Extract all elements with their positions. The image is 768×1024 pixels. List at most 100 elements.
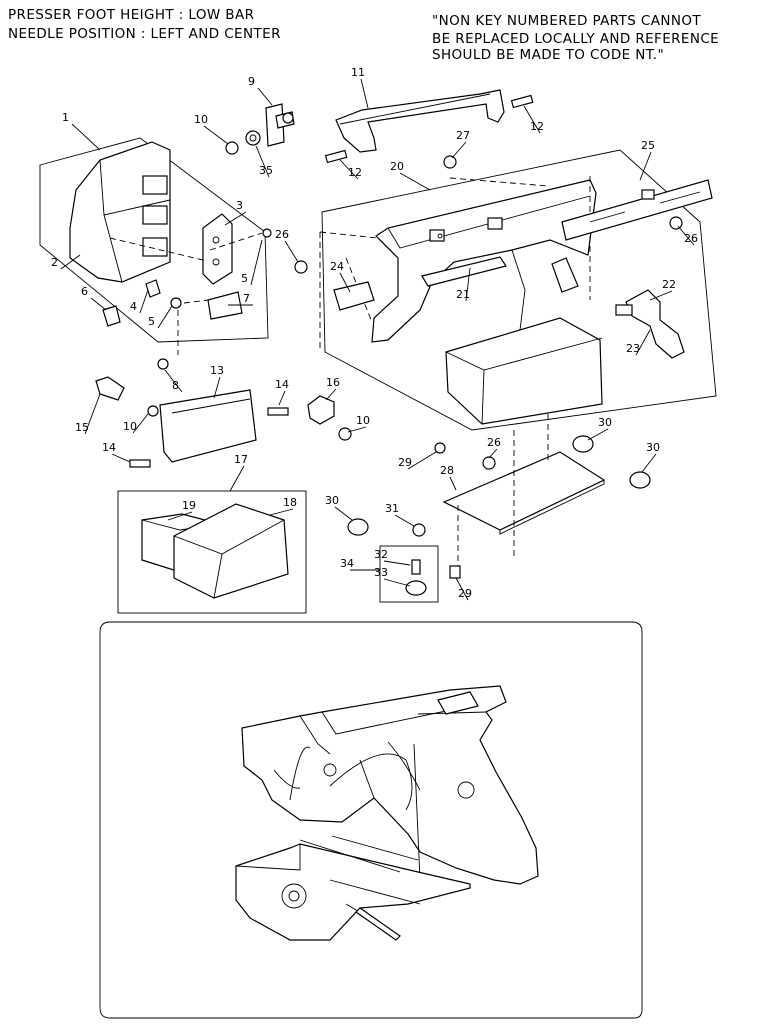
part-number-label: 17: [234, 453, 248, 466]
part-number-label: 26: [684, 232, 698, 245]
part-number-label: 8: [172, 379, 179, 392]
leader-line: [90, 297, 107, 311]
leader-line: [677, 225, 695, 246]
leader-line: [360, 78, 369, 109]
part-number-label: 5: [241, 272, 248, 285]
leader-line: [213, 376, 221, 399]
part-number-label: 26: [487, 436, 501, 449]
body-frame-group: [319, 149, 717, 431]
leader-line: [60, 254, 81, 270]
part-17-accessory-box-group: [117, 490, 307, 614]
part-number-label: 4: [130, 300, 137, 313]
part-16-bracket: [307, 395, 352, 441]
screw-26-right: [669, 216, 683, 230]
part-number-label: 29: [458, 587, 472, 600]
leader-line: [111, 453, 131, 463]
part-number-label: 31: [385, 502, 399, 515]
part-number-label: 33: [374, 566, 388, 579]
leader-line: [641, 453, 657, 473]
assembled-frame-view: [99, 621, 643, 1019]
leader-line: [488, 448, 498, 459]
part-number-label: 30: [646, 441, 660, 454]
leader-line: [465, 267, 471, 302]
note-line-3: SHOULD BE MADE TO CODE NT.": [432, 47, 665, 63]
part-number-label: 32: [374, 548, 388, 561]
leader-line: [339, 272, 351, 293]
leader-line: [451, 141, 467, 159]
leader-line: [224, 211, 247, 226]
part-number-label: 14: [275, 378, 289, 391]
leader-line: [250, 239, 263, 286]
leader-line: [278, 390, 286, 406]
part-13-cover: [129, 389, 289, 468]
leader-line: [334, 506, 353, 521]
part-number-label: 34: [340, 557, 354, 570]
carrying-handle: [324, 89, 534, 168]
leader-line: [339, 159, 359, 180]
leader-line: [639, 151, 652, 181]
part-number-label: 22: [662, 278, 676, 291]
screw-26-bottom: [482, 456, 496, 470]
part-number-label: 29: [398, 456, 412, 469]
leader-line: [383, 560, 411, 566]
leader-line: [449, 476, 457, 491]
note-line-2: BE REPLACED LOCALLY AND REFERENCE: [432, 31, 720, 47]
top-bracket-parts: [225, 103, 295, 155]
part-number-label: 10: [194, 113, 208, 126]
leader-line: [71, 123, 101, 151]
leader-line: [139, 289, 149, 314]
part-number-label: 2: [51, 256, 58, 269]
screw-27: [443, 155, 457, 169]
leader-line: [587, 428, 609, 441]
part-number-label: 10: [123, 420, 137, 433]
part-number-label: 14: [102, 441, 116, 454]
leader-line: [269, 508, 294, 516]
part-number-label: 26: [275, 228, 289, 241]
leader-line: [164, 369, 183, 393]
part-number-label: 9: [248, 75, 255, 88]
part-24-bracket: [333, 281, 375, 311]
leader-line: [635, 329, 651, 356]
leader-line: [84, 393, 101, 435]
part-number-label: 1: [62, 111, 69, 124]
leader-line: [394, 514, 415, 527]
part-number-label: 3: [236, 199, 243, 212]
part-number-label: 10: [356, 414, 370, 427]
screw-26-left: [294, 260, 308, 274]
part-number-label: 20: [390, 160, 404, 173]
leader-line: [255, 145, 270, 178]
part-number-label: 27: [456, 129, 470, 142]
part-15-bracket: [95, 376, 125, 401]
screw-8: [157, 358, 169, 370]
part-number-label: 6: [81, 285, 88, 298]
part-28-base-plate: [442, 410, 606, 568]
part-number-label: 23: [626, 342, 640, 355]
note-line-1: "NON KEY NUMBERED PARTS CANNOT: [432, 13, 702, 29]
leader-line: [399, 172, 431, 191]
leader-line: [157, 305, 173, 329]
part-number-label: 25: [641, 139, 655, 152]
leader-line: [523, 105, 541, 134]
leader-line: [455, 577, 469, 601]
leader-line: [132, 413, 149, 434]
part-number-label: 13: [210, 364, 224, 377]
part-number-label: 5: [148, 315, 155, 328]
part-number-label: 30: [598, 416, 612, 429]
leader-line: [347, 426, 367, 433]
header-line-2: NEEDLE POSITION : LEFT AND CENTER: [8, 26, 281, 42]
leader-line: [229, 465, 245, 492]
part-number-label: 7: [243, 292, 250, 305]
leader-line: [203, 125, 229, 145]
part-number-label: 12: [530, 120, 544, 133]
screw-29-upper: [434, 442, 446, 454]
part-number-label: 35: [259, 164, 273, 177]
leader-line: [167, 511, 193, 521]
leader-line: [325, 388, 337, 401]
screw-29-lower: [449, 565, 461, 579]
part-number-label: 18: [283, 496, 297, 509]
leader-line: [407, 451, 437, 470]
part-number-label: 30: [325, 494, 339, 507]
part-number-label: 28: [440, 464, 454, 477]
